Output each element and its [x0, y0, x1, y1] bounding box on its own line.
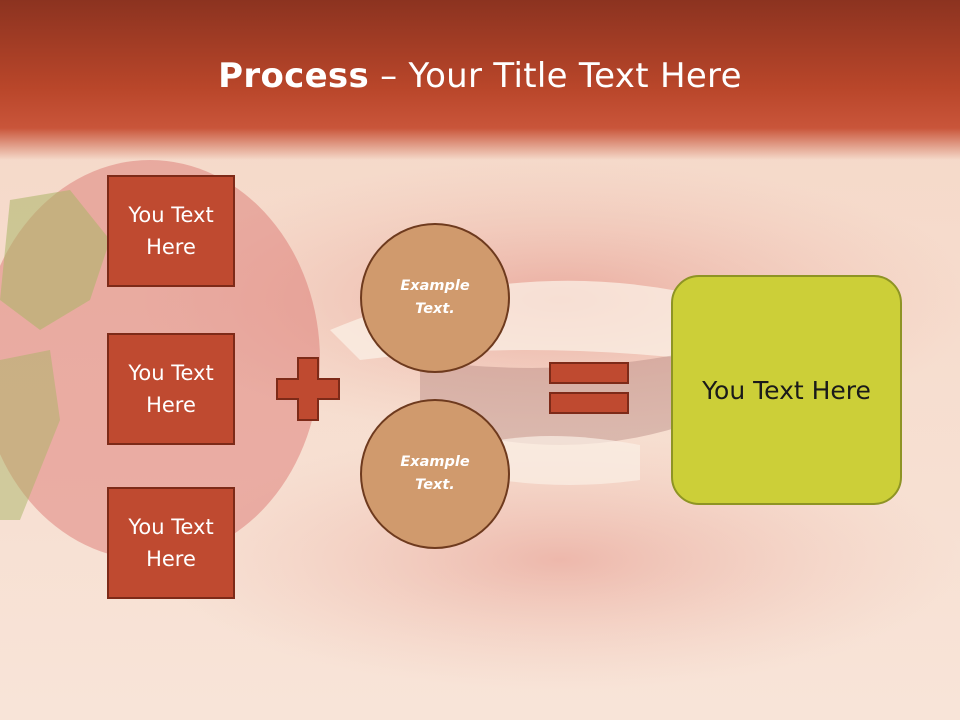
example-circle-2-label: Example Text.	[400, 454, 470, 493]
example-circle-1[interactable]: Example Text.	[360, 223, 510, 373]
equals-icon	[549, 362, 629, 414]
result-box-label: You Text Here	[702, 375, 871, 405]
plus-icon	[276, 357, 340, 421]
slide-title[interactable]: Process – Your Title Text Here	[0, 56, 960, 96]
result-box[interactable]: You Text Here	[671, 275, 902, 505]
example-circle-1-label: Example Text.	[400, 278, 470, 317]
text-box-3-label: You Text Here	[128, 515, 214, 571]
header-band	[0, 0, 960, 160]
title-rest: – Your Title Text Here	[369, 56, 742, 96]
text-box-3[interactable]: You Text Here	[107, 487, 235, 599]
text-box-1-label: You Text Here	[128, 203, 214, 259]
text-box-2[interactable]: You Text Here	[107, 333, 235, 445]
text-box-1[interactable]: You Text Here	[107, 175, 235, 287]
example-circle-2[interactable]: Example Text.	[360, 399, 510, 549]
text-box-2-label: You Text Here	[128, 361, 214, 417]
title-bold: Process	[218, 56, 370, 96]
